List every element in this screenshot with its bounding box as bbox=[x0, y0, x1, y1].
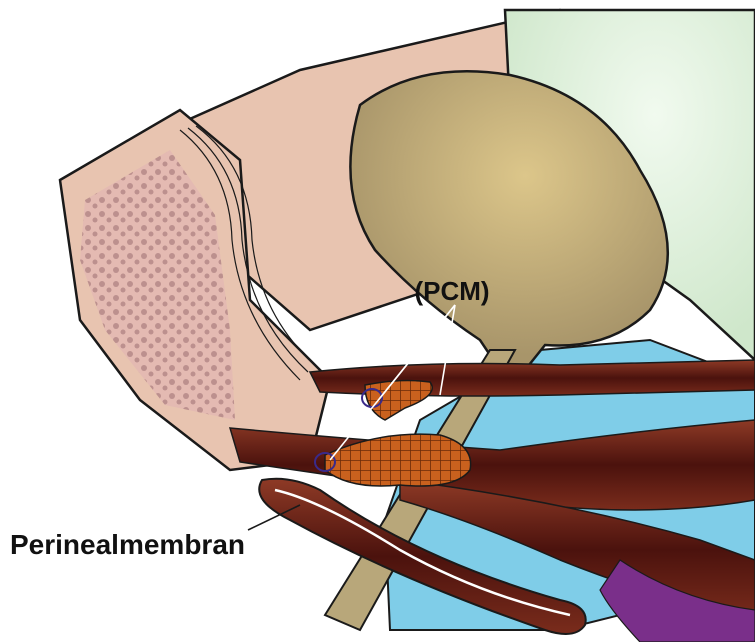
perineal-membrane-label: Perinealmembran bbox=[10, 529, 245, 560]
pcm-label: (PCM) bbox=[414, 276, 489, 306]
